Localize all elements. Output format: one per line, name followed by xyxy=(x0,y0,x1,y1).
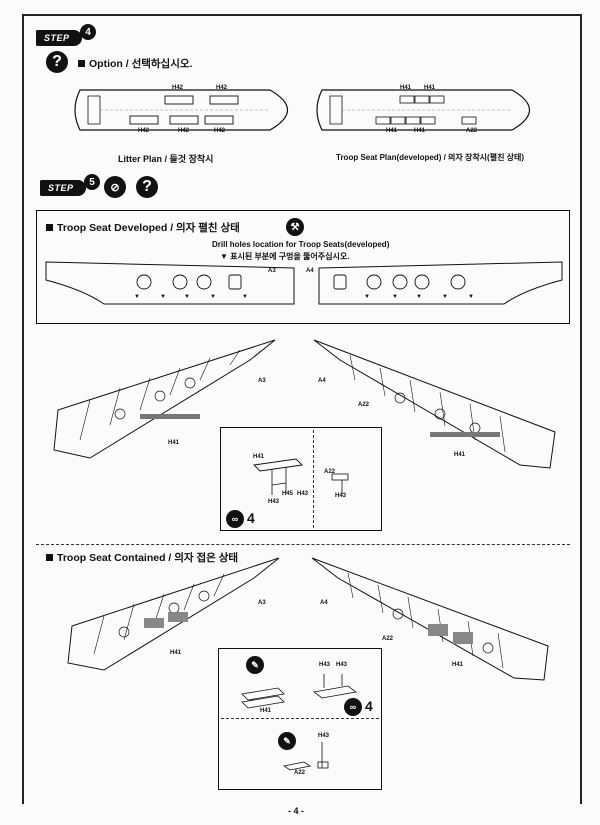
detail-low-a22: A22 xyxy=(294,770,306,776)
detail-up-a22: A22 xyxy=(324,469,336,475)
litter-label-bottom-2: H42 xyxy=(178,128,190,134)
upper-label-h41-left: H41 xyxy=(168,440,180,446)
developed-heading: Troop Seat Developed / 의자 펼친 상태 xyxy=(46,220,240,235)
troop-label-bottom-3: A22 xyxy=(466,128,478,134)
upper-fuselage-left xyxy=(53,339,276,459)
repeat-icon-2: ∞ xyxy=(344,698,362,716)
contained-seat-2 xyxy=(313,674,357,699)
lower-label-h41-right: H41 xyxy=(452,662,464,668)
step-5-label: STEP xyxy=(48,183,74,193)
svg-text:▼: ▼ xyxy=(134,294,140,300)
troop-label-bottom-2: H41 xyxy=(414,128,426,134)
contained-heading-text: Troop Seat Contained / 의자 접은 상태 xyxy=(57,552,239,564)
svg-text:▼: ▼ xyxy=(184,294,190,300)
developed-seat-assembly xyxy=(253,458,303,495)
developed-heading-text: Troop Seat Developed / 의자 펼친 상태 xyxy=(57,222,240,234)
detail-up-h43b: H43 xyxy=(268,499,280,505)
upper-label-a4: A4 xyxy=(318,378,326,384)
lower-fuselage-right xyxy=(311,557,549,681)
litter-label-bottom-1: H42 xyxy=(138,128,150,134)
svg-text:▼: ▼ xyxy=(364,294,370,300)
contained-detail-divider xyxy=(221,718,379,719)
detail-up-h45: H45 xyxy=(282,491,294,497)
cement-icon-1: ✎ xyxy=(246,656,264,674)
lower-label-h41-left: H41 xyxy=(170,650,182,656)
drill-note-en: Drill holes location for Troop Seats(dev… xyxy=(212,240,390,249)
troop-label-bottom-1: H41 xyxy=(386,128,398,134)
svg-text:▼: ▼ xyxy=(242,294,248,300)
detail-low-h43b: H43 xyxy=(336,662,348,668)
page-border-top xyxy=(22,14,582,16)
drill-icon: ⚒ xyxy=(286,218,304,236)
detail-up-h41: H41 xyxy=(253,454,265,460)
svg-text:▼: ▼ xyxy=(442,294,448,300)
detail-low-h41: H41 xyxy=(260,708,272,714)
troop-label-top-2: H41 xyxy=(424,85,436,91)
question-icon: ? xyxy=(46,51,68,73)
litter-plan-caption: Litter Plan / 들것 장착시 xyxy=(118,154,214,164)
detail-up-count: 4 xyxy=(247,510,255,526)
section-separator xyxy=(36,544,570,545)
svg-text:▼: ▼ xyxy=(210,294,216,300)
troop-seat-developed-box xyxy=(36,210,570,324)
litter-plan-diagram xyxy=(74,89,288,131)
svg-text:▼: ▼ xyxy=(160,294,166,300)
developed-label-a3: A3 xyxy=(268,268,276,274)
litter-label-bottom-3: H42 xyxy=(214,128,226,134)
step-5-number: 5 xyxy=(84,174,100,190)
developed-detail-box xyxy=(220,427,382,531)
upper-fuselage-right xyxy=(313,339,556,469)
detail-low-h43a: H43 xyxy=(319,662,331,668)
step-5-badge: STEP xyxy=(40,180,86,196)
question-icon-2: ? xyxy=(136,176,158,198)
litter-label-top-2: H42 xyxy=(216,85,228,91)
page-border-right xyxy=(580,14,582,804)
troop-seat-plan-diagram xyxy=(316,89,530,131)
svg-text:▼: ▼ xyxy=(416,294,422,300)
developed-label-a4: A4 xyxy=(306,268,314,274)
option-heading-text: Option / 선택하십시오. xyxy=(89,58,193,70)
option-heading: Option / 선택하십시오. xyxy=(78,56,192,71)
contained-hinge-detail xyxy=(282,761,312,771)
troop-label-top-1: H41 xyxy=(400,85,412,91)
cement-icon-2: ✎ xyxy=(278,732,296,750)
lower-label-a22: A22 xyxy=(382,636,394,642)
detail-low-count: 4 xyxy=(365,698,373,714)
detail-low-h43c: H43 xyxy=(318,733,330,739)
troop-plan-caption: Troop Seat Plan(developed) / 의자 장착시(펼친 상… xyxy=(336,153,525,162)
detail-divider xyxy=(313,430,314,528)
lower-label-a4: A4 xyxy=(320,600,328,606)
svg-text:▼: ▼ xyxy=(468,294,474,300)
contained-seat-1 xyxy=(241,687,285,709)
upper-label-a3: A3 xyxy=(258,378,266,384)
detail-up-h43a: H43 xyxy=(297,491,309,497)
detail-up-h43c: H43 xyxy=(335,493,347,499)
page-number: - 4 - xyxy=(288,806,305,816)
lower-fuselage-left xyxy=(67,557,280,671)
glue-icon: ⊘ xyxy=(104,176,126,198)
svg-text:▼: ▼ xyxy=(392,294,398,300)
developed-panels-diagram: ▼ ▼ ▼ ▼ ▼ ▼ ▼ ▼ ▼ ▼ xyxy=(45,261,563,305)
step-4-label: STEP xyxy=(44,33,70,43)
page-border-left xyxy=(22,14,24,804)
lower-label-a3: A3 xyxy=(258,600,266,606)
step-4-badge: STEP xyxy=(36,30,82,46)
developed-hinge-detail xyxy=(331,473,349,496)
repeat-icon: ∞ xyxy=(226,510,244,528)
contained-detail-box xyxy=(218,648,382,790)
step-4-number: 4 xyxy=(80,24,96,40)
upper-label-a22: A22 xyxy=(358,402,370,408)
litter-label-top-1: H42 xyxy=(172,85,184,91)
contained-pin-detail xyxy=(317,742,329,769)
contained-heading: Troop Seat Contained / 의자 접은 상태 xyxy=(46,550,238,565)
drill-note-ko: ▼ 표시된 부분에 구멍을 뚫어주십시오. xyxy=(220,252,350,261)
upper-label-h41-right: H41 xyxy=(454,452,466,458)
